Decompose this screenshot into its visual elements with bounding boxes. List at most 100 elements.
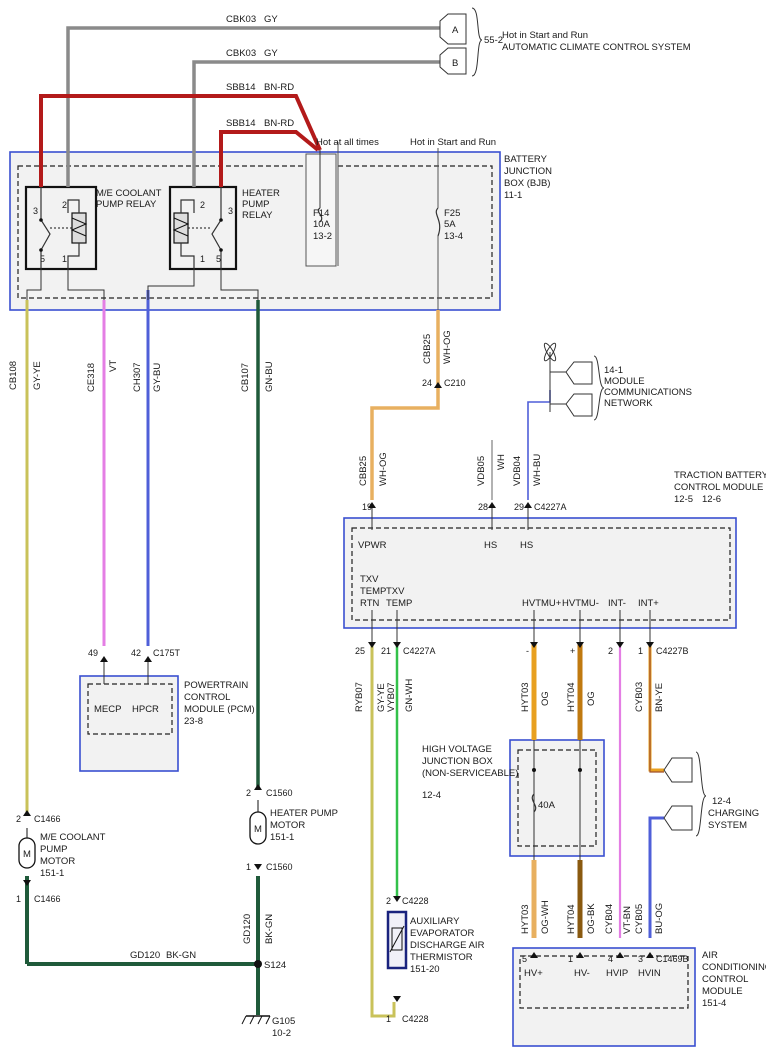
svg-text:4: 4	[608, 954, 613, 964]
svg-text:M/E COOLANT: M/E COOLANT	[40, 832, 106, 843]
svg-text:1: 1	[200, 254, 205, 264]
svg-text:1: 1	[246, 862, 251, 872]
svg-text:BK-GN: BK-GN	[264, 914, 275, 944]
fuse-40a	[531, 793, 537, 813]
label-cbk03-b: CBK03	[226, 48, 256, 59]
svg-text:2: 2	[608, 646, 613, 656]
connector-module-comm[interactable]	[565, 361, 593, 417]
label-hyt04-top: HYT04	[566, 682, 577, 712]
svg-text:TEMP: TEMP	[360, 586, 386, 597]
acm-box	[512, 947, 696, 1047]
svg-text:12-4: 12-4	[712, 796, 731, 807]
svg-text:CONTROL: CONTROL	[702, 974, 748, 985]
svg-text:28: 28	[478, 502, 488, 512]
svg-text:WH-OG: WH-OG	[378, 452, 389, 486]
svg-text:2: 2	[16, 814, 21, 824]
ground-icon	[241, 1015, 271, 1025]
svg-text:3: 3	[228, 206, 233, 216]
svg-text:1: 1	[638, 646, 643, 656]
svg-text:14-1: 14-1	[604, 365, 623, 376]
pcm-hpcr: HPCR	[132, 704, 159, 715]
svg-text:40A: 40A	[538, 800, 556, 811]
label-cyb05: CYB05	[634, 904, 645, 934]
svg-text:OG-WH: OG-WH	[540, 900, 551, 934]
connector-a[interactable]: A	[439, 13, 467, 45]
svg-text:C4227A: C4227A	[403, 646, 436, 656]
label-gd120-v: GD120	[242, 914, 253, 944]
svg-text:151-20: 151-20	[410, 964, 440, 975]
svg-text:VT: VT	[108, 360, 119, 372]
label-sbb14-a: SBB14	[226, 82, 256, 93]
svg-text:BN-RD: BN-RD	[264, 118, 294, 129]
fuse-f14-box	[305, 153, 337, 267]
svg-text:THERMISTOR: THERMISTOR	[410, 952, 473, 963]
svg-text:OG: OG	[540, 691, 551, 706]
wire-ryb07	[370, 642, 396, 1018]
thermistor-title: AUXILIARY	[410, 916, 460, 927]
hvjb-box	[509, 739, 605, 857]
svg-text:24: 24	[422, 378, 432, 388]
svg-text:PUMP: PUMP	[40, 844, 67, 855]
svg-text:2: 2	[62, 200, 67, 210]
svg-text:19: 19	[362, 502, 372, 512]
svg-text:HEATER PUMP: HEATER PUMP	[270, 808, 338, 819]
svg-text:GY: GY	[264, 14, 278, 25]
pcm-mecp: MECP	[94, 704, 121, 715]
bjb-hot-always: Hot at all times	[316, 137, 379, 148]
label-gd120-h: GD120	[130, 950, 160, 961]
svg-text:13-4: 13-4	[444, 231, 463, 242]
svg-text:1: 1	[62, 254, 67, 264]
svg-text:1: 1	[386, 1014, 391, 1024]
svg-text:49: 49	[88, 648, 98, 658]
svg-text:2: 2	[200, 200, 205, 210]
svg-text:5: 5	[40, 254, 45, 264]
svg-text:MODULE: MODULE	[702, 986, 743, 997]
heater-pump-motor: 2 C1560 M 1 C1560 HEATER PUMP MOTOR 151-…	[246, 784, 338, 872]
svg-text:12-5: 12-5	[674, 494, 693, 505]
ground-g105: G105	[272, 1016, 295, 1027]
label-cyb03: CYB03	[634, 682, 645, 712]
svg-text:5: 5	[522, 954, 527, 964]
label-hyt03-low: HYT03	[520, 904, 531, 934]
svg-text:21: 21	[381, 646, 391, 656]
pcm-title: POWERTRAIN	[184, 680, 248, 691]
svg-text:M: M	[23, 849, 31, 860]
svg-text:OG: OG	[586, 691, 597, 706]
svg-text:HVTMU+: HVTMU+	[522, 598, 562, 609]
svg-text:RTN: RTN	[360, 598, 379, 609]
label-hyt04-low: HYT04	[566, 904, 577, 934]
svg-text:GY-BU: GY-BU	[152, 363, 163, 392]
svg-text:3: 3	[33, 206, 38, 216]
svg-text:WH: WH	[496, 454, 507, 470]
svg-text:DISCHARGE AIR: DISCHARGE AIR	[410, 940, 485, 951]
wire-cbb25	[370, 310, 440, 500]
svg-text:PUMP: PUMP	[242, 199, 269, 210]
svg-text:MOTOR: MOTOR	[40, 856, 75, 867]
svg-text:11-1: 11-1	[504, 190, 522, 201]
svg-text:2: 2	[246, 788, 251, 798]
mec-relay-label: M/E COOLANT	[96, 188, 162, 199]
label-cbb25-top: CBB25	[422, 334, 433, 364]
splice-s124	[254, 960, 262, 968]
svg-text:C1466: C1466	[34, 814, 61, 824]
svg-text:GN-BU: GN-BU	[264, 361, 275, 392]
connector-charging[interactable]	[663, 757, 693, 831]
wire-cyb05	[648, 816, 664, 938]
connector-b[interactable]: B	[439, 47, 467, 75]
label-ce318: CE318	[86, 363, 97, 392]
svg-text:SYSTEM: SYSTEM	[708, 820, 747, 831]
svg-text:F25: F25	[444, 208, 460, 219]
svg-text:OG-BK: OG-BK	[586, 903, 597, 934]
svg-text:B: B	[452, 58, 458, 69]
svg-text:12-6: 12-6	[702, 494, 721, 505]
svg-text:C175T: C175T	[153, 648, 181, 658]
svg-text:C4228: C4228	[402, 896, 429, 906]
svg-text:TEMP: TEMP	[386, 598, 412, 609]
svg-text:PUMP RELAY: PUMP RELAY	[96, 199, 157, 210]
svg-text:MOTOR: MOTOR	[270, 820, 305, 831]
label-cb108: CB108	[8, 361, 19, 390]
svg-text:HVIP: HVIP	[606, 968, 628, 979]
svg-text:12-4: 12-4	[422, 790, 441, 801]
svg-text:JUNCTION BOX: JUNCTION BOX	[422, 756, 493, 767]
svg-text:29: 29	[514, 502, 524, 512]
